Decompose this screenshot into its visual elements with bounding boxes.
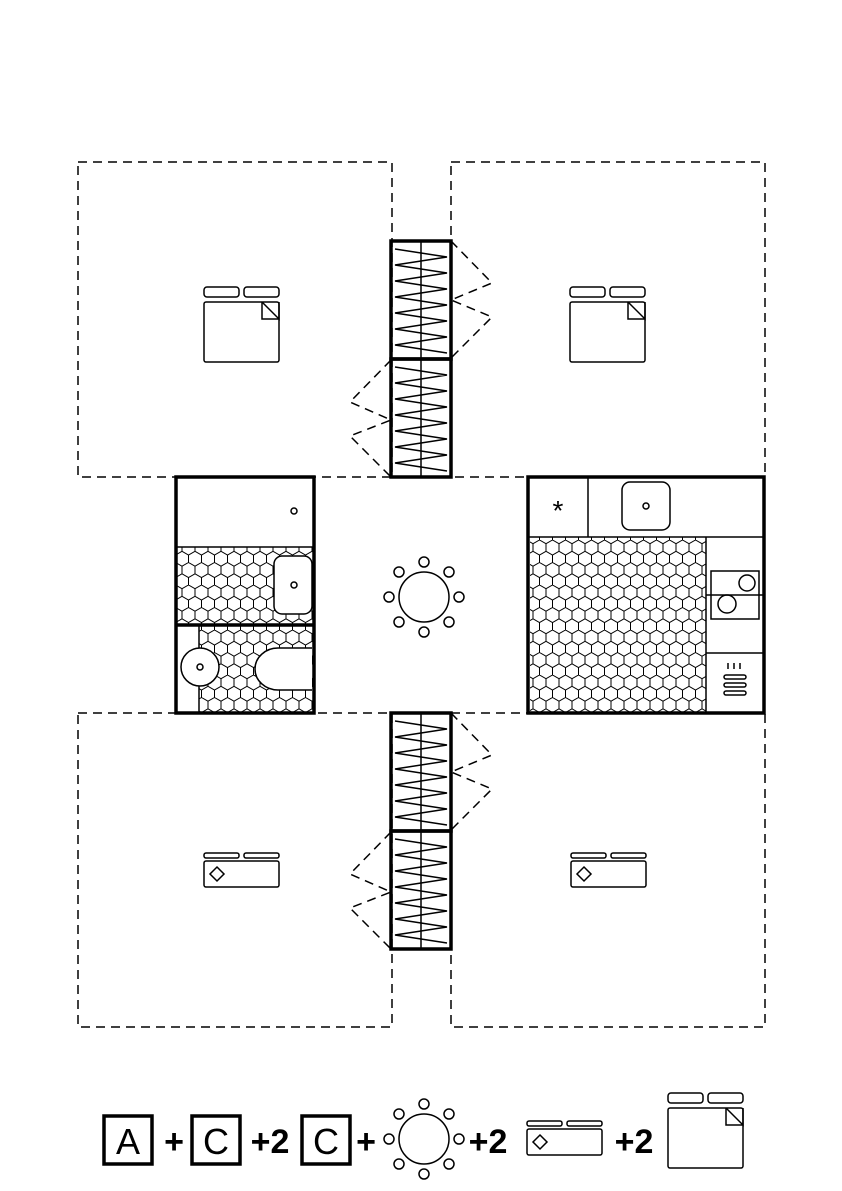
closet-door-swing <box>449 240 494 359</box>
fridge-symbol: * <box>553 495 564 526</box>
kitchen: * <box>526 475 766 715</box>
double-bed-icon <box>569 286 646 363</box>
closet-top-upper <box>389 239 453 361</box>
plus-two-sign: +2 <box>251 1123 290 1161</box>
bedroom-top-left-outline <box>77 161 393 478</box>
closet-door-swing <box>449 712 494 831</box>
bathtub-icon <box>254 647 312 691</box>
closet-bottom-lower <box>389 829 453 951</box>
sofa-bed-icon <box>570 852 647 888</box>
oven-icon <box>723 663 747 696</box>
plus-sign: + <box>164 1123 184 1161</box>
plus-two-sign: +2 <box>469 1123 508 1161</box>
plus-sign: + <box>356 1123 376 1161</box>
stove-icon <box>710 570 760 620</box>
double-bed-icon <box>203 286 280 363</box>
closet-door-swing <box>348 831 393 950</box>
closet-door-swing <box>348 359 393 478</box>
module-c-letter: C <box>203 1121 229 1162</box>
closet-top-lower <box>389 357 453 479</box>
round-dining-table-icon <box>383 556 465 638</box>
plus-two-sign: +2 <box>615 1123 654 1161</box>
module-c-box <box>300 1114 352 1166</box>
kitchen-sink-icon <box>621 481 671 531</box>
module-c-letter: C <box>313 1121 339 1162</box>
sofa-bed-icon <box>203 852 280 888</box>
sofa-bed-icon <box>526 1120 603 1156</box>
drain-icon <box>290 507 298 515</box>
closet-bottom-upper <box>389 711 453 833</box>
toilet-icon <box>180 647 220 687</box>
room-bottom-right-outline <box>450 712 766 1028</box>
bedroom-top-right-outline <box>450 161 766 478</box>
module-a-box <box>102 1114 154 1166</box>
sink-icon <box>273 555 313 615</box>
module-a-letter: A <box>116 1121 140 1162</box>
formula-legend: A + C +2 C + +2 +2 <box>102 1092 744 1180</box>
module-c-box <box>190 1114 242 1166</box>
round-dining-table-icon <box>383 1098 465 1180</box>
double-bed-icon <box>667 1092 744 1169</box>
bathroom <box>174 475 316 715</box>
room-bottom-left-outline <box>77 712 393 1028</box>
